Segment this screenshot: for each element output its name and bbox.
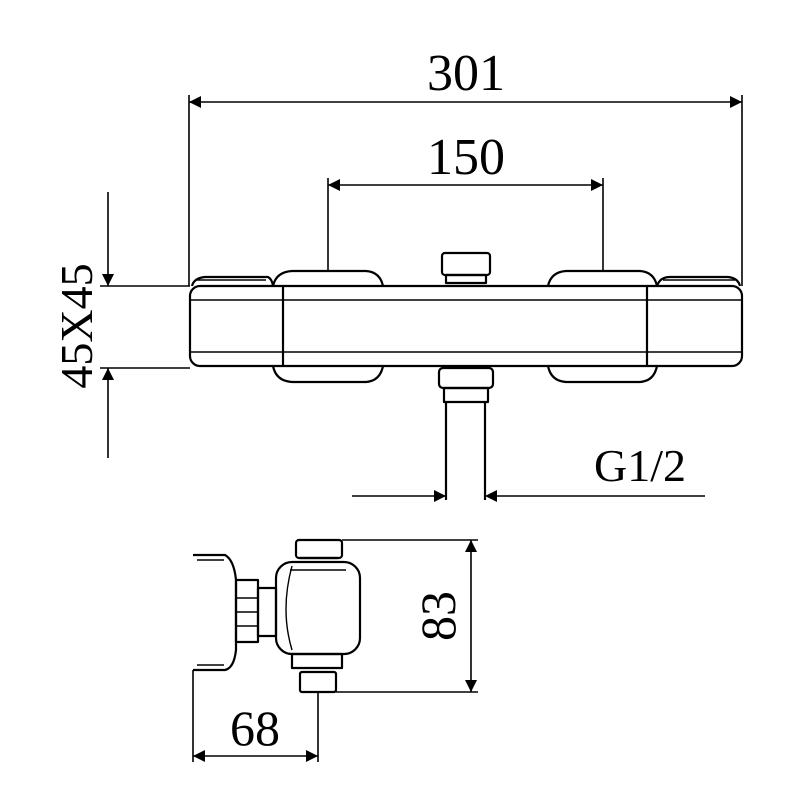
left-handle-cap-top <box>271 269 385 287</box>
side-dimensions <box>192 539 478 762</box>
side-body <box>274 560 362 656</box>
label-301: 301 <box>427 45 505 102</box>
side-outlet-nut <box>298 670 338 694</box>
label-45x45: 45X45 <box>51 263 102 388</box>
top-button-base <box>444 273 488 285</box>
label-83: 83 <box>410 591 466 641</box>
outlet-nut <box>437 366 495 390</box>
side-view <box>193 538 362 694</box>
label-150: 150 <box>427 129 505 186</box>
eccentric-nut <box>234 578 260 644</box>
right-handle-cap-bottom <box>546 365 659 384</box>
front-view <box>188 251 744 500</box>
label-68: 68 <box>230 700 280 756</box>
connector-sleeve <box>256 586 278 638</box>
mixer-body <box>188 284 744 368</box>
left-end-cap-top <box>190 275 275 287</box>
outlet-ring <box>442 386 490 404</box>
right-handle-cap-top <box>546 269 659 287</box>
side-outlet-ring <box>290 652 344 670</box>
wall-flange <box>193 553 238 672</box>
side-top-button <box>294 538 344 560</box>
left-handle-cap-bottom <box>271 365 385 384</box>
top-button <box>440 251 492 277</box>
label-g1-2: G1/2 <box>594 440 686 491</box>
right-end-cap-top <box>655 275 742 287</box>
front-dimensions <box>100 95 743 502</box>
